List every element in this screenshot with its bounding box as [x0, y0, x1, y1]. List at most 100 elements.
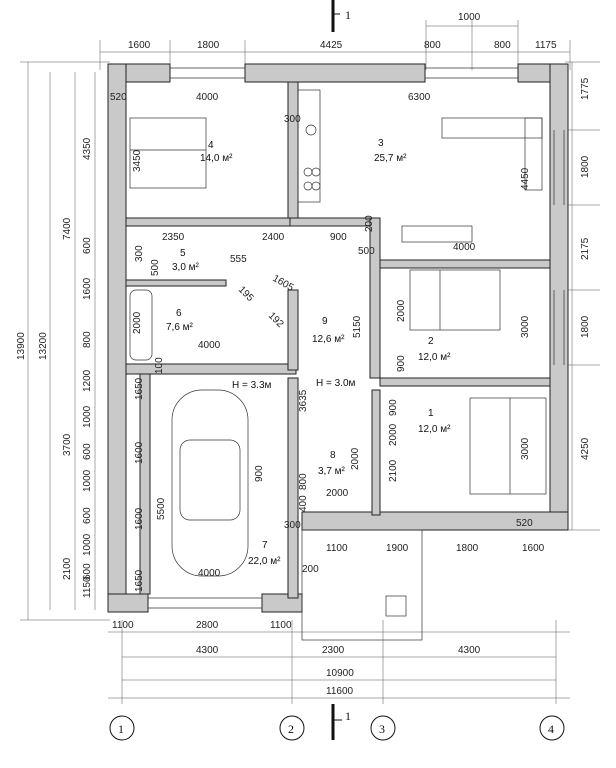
dim-bot-1100c: 1100 — [326, 543, 348, 554]
dim-r8-a: 3635 — [298, 389, 309, 412]
dim-r8-d: 2000 — [326, 488, 349, 499]
dim-r4-h: 3450 — [132, 149, 143, 172]
dim-left-13900: 13900 — [16, 332, 27, 360]
dim-right-1775: 1775 — [580, 77, 591, 100]
height-house: H = 3.0м — [316, 378, 356, 389]
dim-r6-h: 2000 — [132, 311, 143, 334]
dim-bot-1100a: 1100 — [112, 620, 134, 631]
bed-room-1 — [469, 397, 547, 495]
kitchen-counter — [297, 89, 321, 203]
dim-left-13200: 13200 — [38, 332, 49, 360]
dim-r4-w: 4000 — [196, 92, 219, 103]
dim-c900: 900 — [330, 232, 347, 243]
top-dimension-line — [99, 20, 571, 70]
bed-room-2 — [409, 269, 501, 331]
room-6-num: 6 — [176, 308, 182, 319]
dim-r2-off: 900 — [396, 355, 407, 372]
dim-top-800b: 800 — [494, 40, 511, 51]
room-7-label: 7 22,0 м² — [248, 540, 281, 567]
dim-r6-w: 4000 — [198, 340, 221, 351]
dim-r2-h: 3000 — [520, 315, 531, 338]
dim-r3-off: 300 — [284, 114, 301, 125]
sofa-room-3 — [441, 117, 543, 191]
room-9-num: 9 — [322, 316, 328, 327]
dim-r7-c: 1600 — [134, 507, 145, 530]
bed-room-4 — [129, 117, 207, 189]
section-marker-bottom: 1 — [331, 704, 351, 740]
dim-left-1000b: 1000 — [82, 469, 93, 492]
room-4-num: 4 — [208, 140, 214, 151]
room-5-area: 3,0 м² — [172, 262, 200, 273]
interior-walls — [125, 81, 551, 599]
bottom-dimension-lines — [108, 620, 570, 704]
dim-left-1000c: 1000 — [82, 533, 93, 556]
dim-left-4350: 4350 — [82, 137, 93, 160]
dim-left-1200: 1200 — [82, 369, 93, 392]
axis-label-4: 4 — [548, 722, 554, 736]
dim-r1-c: 2100 — [388, 459, 399, 482]
dim-bot-2300: 2300 — [322, 645, 345, 656]
dim-r3-h: 4450 — [520, 167, 531, 190]
dim-r1-off: 520 — [516, 518, 533, 529]
dim-bot-1800: 1800 — [456, 543, 479, 554]
room-2-num: 2 — [428, 336, 434, 347]
axis-label-3: 3 — [379, 722, 385, 736]
dim-left-600c: 600 — [82, 507, 93, 524]
dim-right-4250: 4250 — [580, 437, 591, 460]
dim-r2-w: 2000 — [396, 299, 407, 322]
dim-top-1600: 1600 — [128, 40, 151, 51]
room-7-area: 22,0 м² — [248, 556, 281, 567]
dim-r7-w: 4000 — [198, 568, 221, 579]
dim-top-800a: 800 — [424, 40, 441, 51]
dim-192: 192 — [266, 310, 286, 330]
dim-r3-w: 6300 — [408, 92, 431, 103]
axis-marker-1: 1 — [109, 715, 135, 741]
room-3-num: 3 — [378, 138, 384, 149]
porch-steps — [301, 529, 423, 641]
dim-corr: 2400 — [262, 232, 285, 243]
dim-r8-e: 400 — [298, 495, 309, 512]
room-4-label: 4 14,0 м² — [200, 140, 233, 164]
room-9-label: 9 12,6 м² — [312, 316, 345, 345]
dim-r8-c: 2000 — [350, 447, 361, 470]
room-4-area: 14,0 м² — [200, 153, 233, 164]
room-6-area: 7,6 м² — [166, 322, 194, 333]
room-9-area: 12,6 м² — [312, 334, 345, 345]
room-1-area: 12,0 м² — [418, 424, 451, 435]
dim-top-4425: 4425 — [320, 40, 343, 51]
dim-left-600b: 600 — [82, 443, 93, 460]
dim-r7-200: 200 — [302, 564, 319, 575]
dim-left-7400: 7400 — [62, 217, 73, 240]
dim-r3-bottom: 4000 — [453, 242, 476, 253]
axis-label-1: 1 — [118, 722, 124, 736]
section-label-bottom: 1 — [345, 709, 351, 723]
dim-left-1150: 1150 — [82, 576, 93, 598]
dim-r5-c: 555 — [230, 254, 247, 265]
dim-left-800: 800 — [82, 331, 93, 348]
dim-r4-off: 520 — [110, 92, 127, 103]
room-2-label: 2 12,0 м² — [418, 336, 451, 363]
section-marker-top: 1 — [331, 0, 351, 32]
room-8-area: 3,7 м² — [318, 466, 346, 477]
dim-porch-1000: 1000 — [458, 12, 481, 23]
room-5-label: 5 3,0 м² — [172, 248, 200, 273]
dim-r7-900: 900 — [254, 465, 265, 482]
dim-right-1800a: 1800 — [580, 155, 591, 178]
dim-top-1800: 1800 — [197, 40, 220, 51]
dim-r7-d: 1650 — [134, 569, 145, 592]
dim-right-1800b: 1800 — [580, 315, 591, 338]
dim-bot-4300a: 4300 — [196, 645, 219, 656]
axis-label-2: 2 — [288, 722, 294, 736]
dim-left-1000a: 1000 — [82, 405, 93, 428]
dim-bot-11600: 11600 — [326, 686, 354, 697]
dim-r5-a: 300 — [134, 245, 145, 262]
section-label-top: 1 — [345, 8, 351, 22]
dim-r5-b: 500 — [150, 259, 161, 276]
left-dimension-lines — [20, 61, 110, 621]
axis-marker-3: 3 — [370, 715, 396, 741]
dim-left-1600: 1600 — [82, 277, 93, 300]
dim-r7-h: 5500 — [156, 497, 167, 520]
height-garage: H = 3.3м — [232, 380, 272, 391]
dim-top-1175: 1175 — [535, 40, 557, 51]
